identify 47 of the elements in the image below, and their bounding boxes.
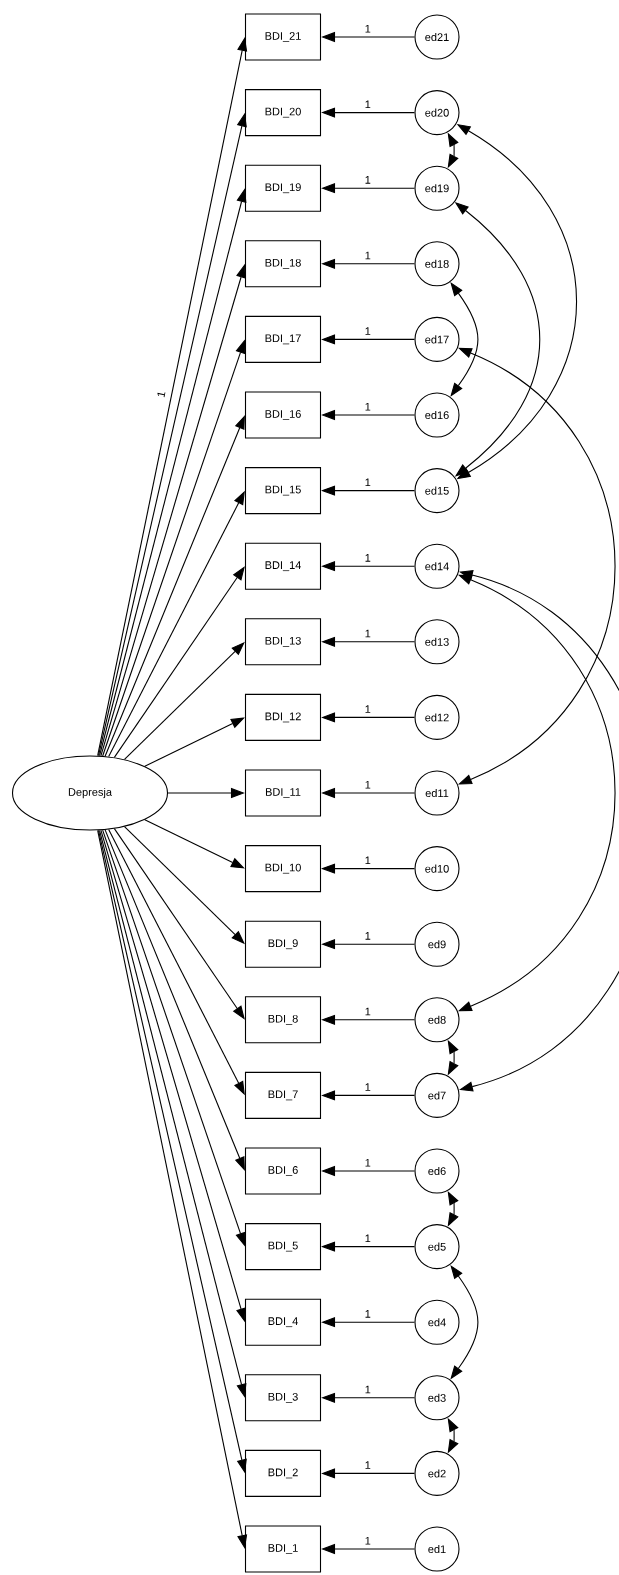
edge-label: 1	[363, 250, 372, 261]
observed-variable-box: BDI_1	[244, 1525, 322, 1573]
edge-label: 1	[363, 1006, 372, 1017]
observed-variable-box: BDI_8	[244, 996, 322, 1044]
observed-variable-box: BDI_9	[244, 920, 322, 968]
observed-variable-box: BDI_17	[244, 315, 322, 363]
observed-variable-box: BDI_2	[244, 1449, 322, 1497]
arrow	[144, 819, 245, 869]
observed-variable-box: BDI_14	[244, 542, 322, 590]
arrow	[104, 829, 245, 1171]
observed-variable-box: BDI_10	[244, 845, 322, 893]
edge-label: 1	[363, 1535, 372, 1546]
observed-variable-box: BDI_12	[244, 693, 322, 741]
edge-label: 1	[155, 389, 167, 400]
edge-label: 1	[363, 401, 372, 412]
edge-label: 1	[363, 477, 372, 488]
observed-variable-box: BDI_3	[244, 1374, 322, 1422]
edge-label: 1	[363, 326, 372, 336]
observed-variable-box: BDI_11	[244, 769, 322, 817]
edge-label: 1	[363, 99, 372, 110]
observed-variable-box: BDI_15	[244, 467, 322, 515]
edge-label: 1	[363, 175, 372, 185]
arrow	[104, 415, 245, 757]
observed-variable-box: BDI_4	[244, 1298, 322, 1346]
edge-label: 1	[363, 1157, 372, 1168]
edge-label: 1	[363, 1384, 372, 1395]
observed-variable-box: BDI_5	[244, 1223, 322, 1271]
observed-variable-box: BDI_13	[244, 618, 322, 666]
edge-label: 1	[363, 23, 372, 34]
observed-variable-box: BDI_6	[244, 1147, 322, 1195]
edge-label: 1	[363, 931, 372, 941]
observed-variable-box: BDI_18	[244, 240, 322, 288]
observed-variable-box: BDI_19	[244, 164, 322, 212]
edge-label: 1	[363, 1460, 372, 1470]
edge-label: 1	[363, 779, 372, 790]
edge-label: 1	[363, 704, 372, 714]
edge-label: 1	[363, 855, 372, 866]
observed-variable-box: BDI_21	[244, 13, 322, 61]
edge-label: 1	[363, 628, 372, 639]
edge-label: 1	[363, 1309, 372, 1319]
observed-variable-box: BDI_7	[244, 1071, 322, 1119]
edge-label: 1	[363, 1082, 372, 1092]
observed-variable-box: BDI_16	[244, 391, 322, 439]
observed-variable-box: BDI_20	[244, 89, 322, 137]
arrow	[144, 717, 245, 767]
edge-label: 1	[363, 553, 372, 563]
edge-label: 1	[363, 1233, 372, 1244]
